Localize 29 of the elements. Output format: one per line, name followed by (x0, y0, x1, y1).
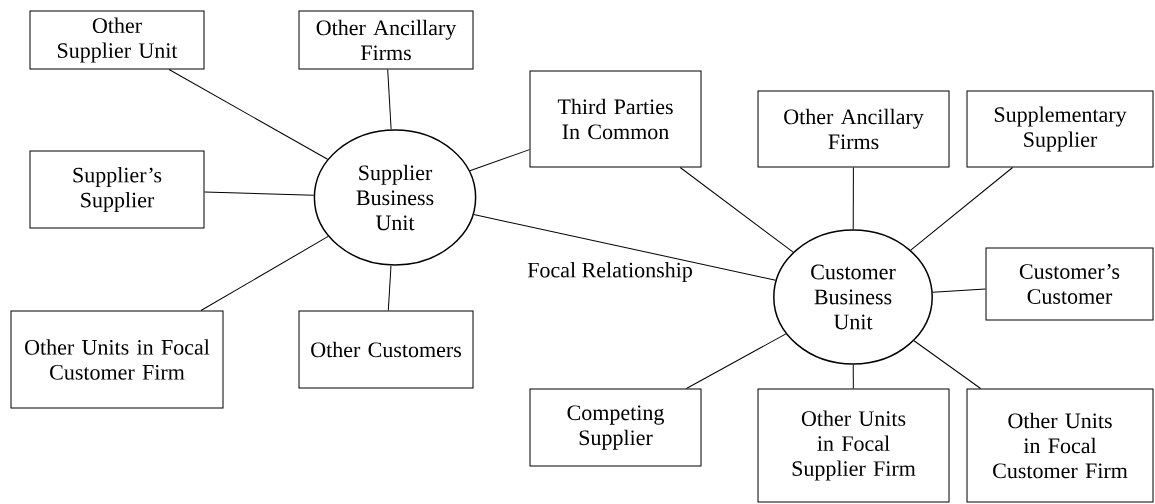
connector-line (852, 167, 854, 230)
connector-line (932, 288, 986, 293)
process-box: Other Units in Focal Supplier Firm (757, 388, 950, 503)
process-box: Supplementary Supplier (966, 90, 1154, 168)
connector-line (913, 340, 982, 389)
connector-line (910, 167, 1014, 251)
connector-line (685, 333, 787, 389)
connector-line (168, 69, 329, 160)
process-box: Supplier’s Supplier (29, 150, 205, 229)
process-box: Customer’s Customer (985, 247, 1154, 321)
connector-line (204, 191, 315, 196)
connector-line (387, 69, 392, 130)
process-box: Third Parties In Common (529, 70, 702, 168)
ellipse-node: Supplier Business Unit (313, 129, 477, 266)
connector-line (200, 235, 329, 311)
process-box: Competing Supplier (529, 388, 702, 467)
process-box: Other Units in Focal Customer Firm (10, 310, 224, 409)
process-box: Other Customers (298, 310, 474, 389)
connector-line (852, 364, 854, 389)
process-box: Other Ancillary Firms (298, 10, 474, 70)
process-box: Other Units in Focal Customer Firm (966, 388, 1154, 503)
process-box: Other Ancillary Firms (757, 90, 950, 168)
connector-line (387, 265, 392, 311)
connector-line (473, 214, 777, 281)
connector-line (679, 167, 794, 253)
connector-line (469, 149, 530, 172)
process-box: Other Supplier Unit (29, 10, 205, 70)
ellipse-node: Customer Business Unit (773, 229, 933, 365)
edge-label: Focal Relationship (527, 262, 692, 282)
